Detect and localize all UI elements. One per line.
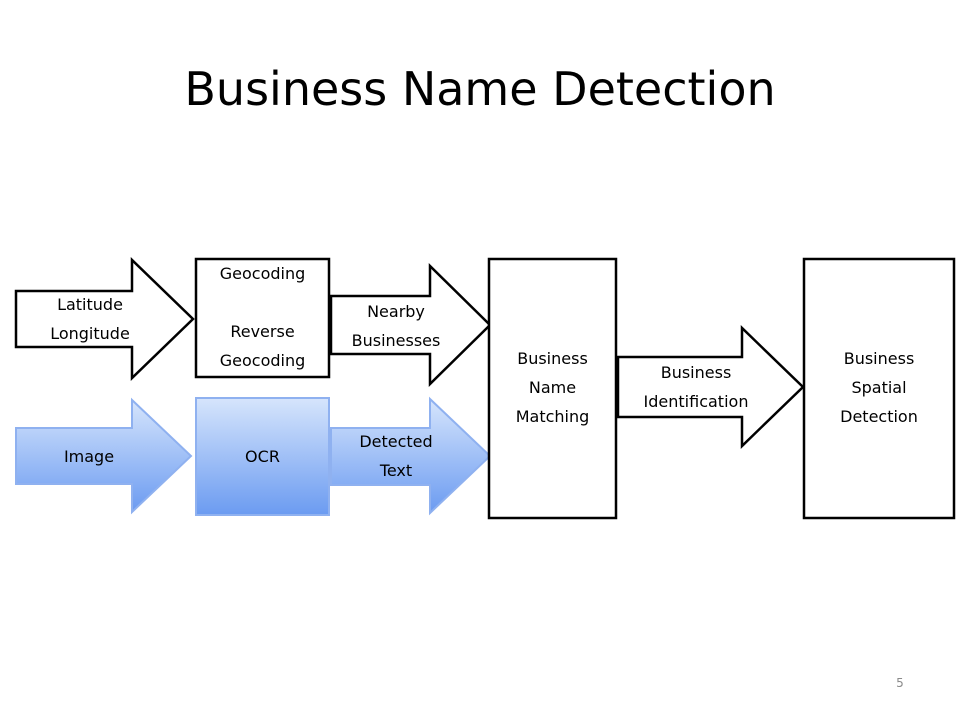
page-number: 5 [896, 676, 904, 690]
spatial-box [802, 257, 956, 520]
detected-line-2: Text [379, 461, 413, 480]
identification-line-1: Business [660, 363, 732, 382]
spatial-label: Business Spatial Detection [804, 344, 954, 431]
latlon-arrow [14, 257, 195, 381]
image-arrow [15, 397, 193, 515]
geocoding-line-1: Geocoding [219, 264, 306, 283]
nearby-line-1: Nearby [367, 302, 425, 321]
spatial-line-2: Spatial [851, 378, 907, 397]
detected-label: Detected Text [331, 427, 461, 485]
ocr-label: OCR [196, 442, 329, 471]
spatial-line-3: Detection [840, 407, 918, 426]
slide-title: Business Name Detection [184, 62, 776, 116]
geocoding-box [194, 257, 331, 379]
nearby-line-2: Businesses [351, 331, 441, 350]
latlon-line-1: Latitude [57, 295, 123, 314]
geocoding-line-4: Geocoding [219, 351, 306, 370]
identification-label: Business Identification [618, 358, 774, 416]
nearby-arrow [329, 263, 492, 387]
geocoding-line-3: Reverse [230, 322, 295, 341]
matching-line-2: Name [528, 378, 577, 397]
nearby-label: Nearby Businesses [331, 297, 461, 355]
geocoding-label: Geocoding Reverse Geocoding [196, 259, 329, 375]
matching-line-3: Matching [515, 407, 590, 426]
latlon-line-2: Longitude [50, 324, 130, 343]
detected-arrow [330, 396, 492, 516]
matching-label: Business Name Matching [489, 344, 616, 431]
detected-line-1: Detected [359, 432, 433, 451]
latlon-label: Latitude Longitude [20, 290, 160, 348]
ocr-box [195, 397, 330, 516]
geocoding-line-2 [196, 288, 329, 317]
identification-arrow [616, 325, 805, 449]
image-label: Image [16, 442, 162, 471]
ocr-line-1: OCR [245, 447, 280, 466]
matching-line-1: Business [517, 349, 588, 368]
identification-line-2: Identification [643, 392, 749, 411]
spatial-line-1: Business [843, 349, 915, 368]
matching-box [487, 257, 618, 520]
image-line-1: Image [63, 447, 115, 466]
